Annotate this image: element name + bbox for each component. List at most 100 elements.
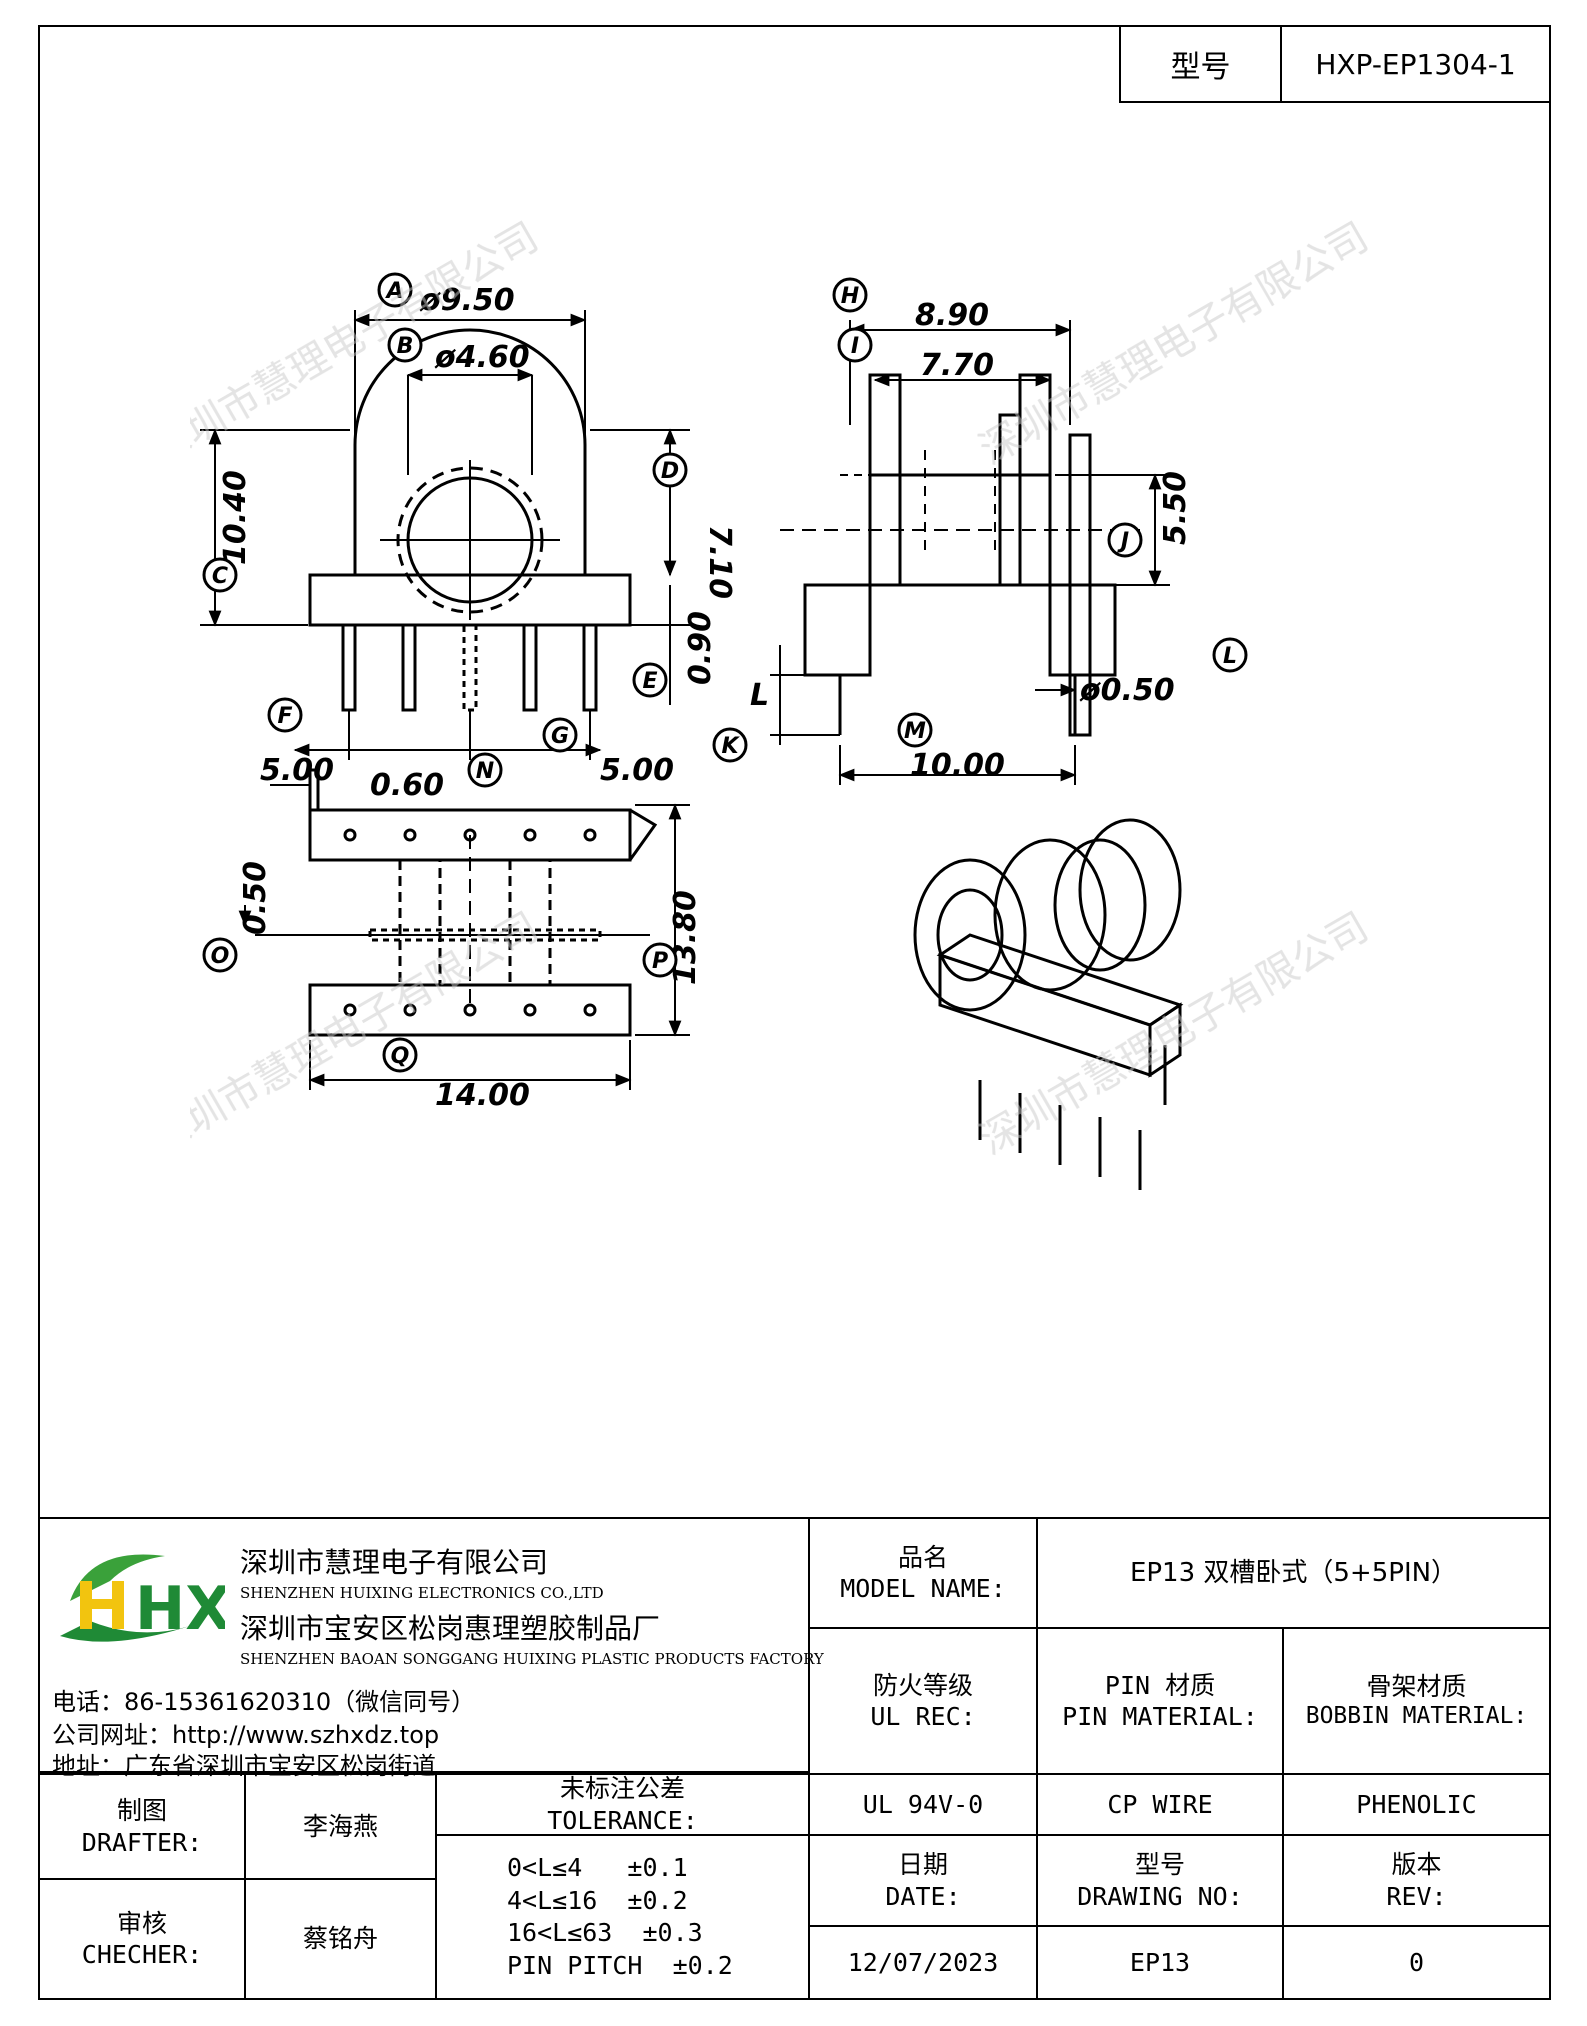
pin-material-label-cn: PIN 材质	[1104, 1670, 1216, 1700]
pin-material-label-cell: PIN 材质 PIN MATERIAL:	[1036, 1627, 1284, 1775]
svg-text:K: K	[721, 734, 740, 759]
model-name-label-cell: 品名 MODEL NAME:	[808, 1517, 1038, 1629]
drafter-label-cn: 制图	[116, 1796, 167, 1826]
model-label-cell: 型号	[1119, 25, 1282, 103]
drawing-no-value: EP13	[1129, 1947, 1191, 1977]
checker-label-cn: 审核	[116, 1908, 167, 1938]
tolerance-label-en: TOLERANCE:	[547, 1805, 698, 1835]
rev-label-cn: 版本	[1391, 1850, 1442, 1880]
dim-c-height: 10.40	[218, 470, 253, 565]
bubble-b: B	[387, 327, 423, 363]
ul-label-cn: 防火等级	[872, 1670, 973, 1700]
dim-i: 7.70	[920, 348, 994, 383]
tolerance-values-cell: 0<L≤4 ±0.1 4<L≤16 ±0.2 16<L≤63 ±0.3 PIN …	[435, 1834, 810, 2000]
tolerance-line-4: PIN PITCH ±0.2	[507, 1950, 733, 1980]
rev-label-en: REV:	[1386, 1881, 1447, 1911]
drawing-no-label-en: DRAWING NO:	[1077, 1881, 1243, 1911]
ul-label-cell: 防火等级 UL REC:	[808, 1627, 1038, 1775]
dim-a: ø9.50	[419, 283, 515, 318]
bubble-j: J	[1107, 522, 1143, 558]
dim-b: ø4.60	[434, 340, 530, 375]
model-name-label-cn: 品名	[897, 1542, 948, 1572]
company-name-cn: 深圳市慧理电子有限公司	[240, 1546, 549, 1579]
svg-text:Q: Q	[391, 1044, 410, 1069]
date-value: 12/07/2023	[847, 1947, 999, 1977]
factory-name-en: SHENZHEN BAOAN SONGGANG HUIXING PLASTIC …	[240, 1650, 824, 1668]
ul-value-cell: UL 94V-0	[808, 1773, 1038, 1836]
svg-text:G: G	[551, 724, 569, 749]
svg-text:L: L	[1223, 644, 1237, 669]
date-label-cn: 日期	[897, 1850, 948, 1880]
svg-text:P: P	[652, 949, 668, 974]
checker-label-cell: 审核 CHECHER:	[38, 1878, 246, 2000]
dim-q: 14.00	[435, 1078, 530, 1113]
company-logo: HX	[60, 1554, 225, 1644]
svg-text:I: I	[851, 334, 859, 359]
svg-text:E: E	[642, 669, 657, 694]
model-name-value-cell: EP13 双槽卧式（5+5PIN）	[1036, 1517, 1551, 1629]
tolerance-label-cn: 未标注公差	[559, 1774, 685, 1804]
drafter-name-cell: 李海燕	[244, 1773, 437, 1880]
bubble-o: O	[202, 937, 238, 973]
bubble-l: L	[1212, 637, 1248, 673]
date-label-en: DATE:	[885, 1881, 961, 1911]
drawing-no-value-cell: EP13	[1036, 1925, 1284, 2000]
date-value-cell: 12/07/2023	[808, 1925, 1038, 2000]
logo-lettering: HX	[135, 1574, 225, 1644]
bubble-h: H	[832, 277, 868, 313]
svg-text:F: F	[277, 704, 292, 729]
tolerance-line-1: 0<L≤4 ±0.1	[507, 1853, 688, 1882]
bubble-a: A	[377, 272, 413, 308]
bubble-k: K	[712, 727, 748, 763]
drafter-label-cell: 制图 DRAFTER:	[38, 1773, 246, 1880]
model-label: 型号	[1170, 50, 1231, 85]
model-value-cell: HXP-EP1304-1	[1280, 25, 1551, 103]
bubble-g: G	[542, 717, 578, 753]
bobbin-material-label-en: BOBBIN MATERIAL:	[1305, 1703, 1528, 1730]
dim-k: L	[750, 678, 769, 713]
drawing-no-label-cell: 型号 DRAWING NO:	[1036, 1834, 1284, 1927]
dim-j: 5.50	[1158, 471, 1193, 545]
dim-l: ø0.50	[1079, 673, 1175, 708]
drafter-name: 李海燕	[302, 1811, 378, 1841]
bubble-q: Q	[382, 1037, 418, 1073]
bubble-n: N	[467, 752, 503, 788]
bobbin-material-value-cell: PHENOLIC	[1282, 1773, 1551, 1836]
svg-text:D: D	[661, 459, 679, 484]
svg-text:M: M	[904, 719, 926, 744]
checker-name-cell: 蔡铭舟	[244, 1878, 437, 2000]
dim-d-height: 7.10	[702, 525, 737, 599]
technical-drawing: ø9.50 ø4.60 10.40 7.10 0.90 5.00 5.00 8.…	[190, 214, 1376, 1190]
drawing-no-label-cn: 型号	[1134, 1850, 1185, 1880]
bubble-f: F	[267, 697, 303, 733]
tolerance-line-3: 16<L≤63 ±0.3	[507, 1918, 703, 1947]
svg-text:J: J	[1117, 529, 1129, 554]
svg-text:A: A	[384, 279, 403, 304]
tolerance-line-2: 4<L≤16 ±0.2	[507, 1885, 688, 1915]
drafter-label-en: DRAFTER:	[81, 1827, 203, 1857]
bobbin-material-value: PHENOLIC	[1356, 1789, 1477, 1819]
svg-text:C: C	[212, 564, 228, 589]
svg-text:B: B	[397, 334, 414, 359]
dim-g-pitch: 5.00	[600, 753, 674, 788]
date-label-cell: 日期 DATE:	[808, 1834, 1038, 1927]
dim-f-pitch: 5.00	[260, 753, 334, 788]
pin-material-value-cell: CP WIRE	[1036, 1773, 1284, 1836]
model-name-label-en: MODEL NAME:	[840, 1574, 1006, 1603]
company-name-en: SHENZHEN HUIXING ELECTRONICS CO.,LTD	[240, 1584, 604, 1602]
rev-value-cell: 0	[1282, 1925, 1551, 2000]
ul-value: UL 94V-0	[862, 1789, 984, 1819]
tolerance-label-cell: 未标注公差 TOLERANCE:	[435, 1773, 810, 1836]
dim-m: 10.00	[910, 748, 1005, 783]
bobbin-material-label-cell: 骨架材质 BOBBIN MATERIAL:	[1282, 1627, 1551, 1775]
dim-n: 0.60	[370, 768, 444, 803]
dim-o: 0.50	[238, 861, 273, 935]
company-block: HX 深圳市慧理电子有限公司 SHENZHEN HUIXING ELECTRON…	[38, 1517, 824, 1780]
company-website: 公司网址：http://www.szhxdz.top	[52, 1721, 440, 1749]
watermark-4: 深圳市慧理电子有限公司	[972, 904, 1376, 1164]
pin-material-value: CP WIRE	[1107, 1789, 1213, 1819]
model-name-value: EP13 双槽卧式（5+5PIN）	[1129, 1557, 1458, 1588]
checker-label-en: CHECHER:	[81, 1940, 203, 1969]
ul-label-en: UL REC:	[870, 1702, 976, 1731]
rev-value: 0	[1408, 1947, 1425, 1977]
